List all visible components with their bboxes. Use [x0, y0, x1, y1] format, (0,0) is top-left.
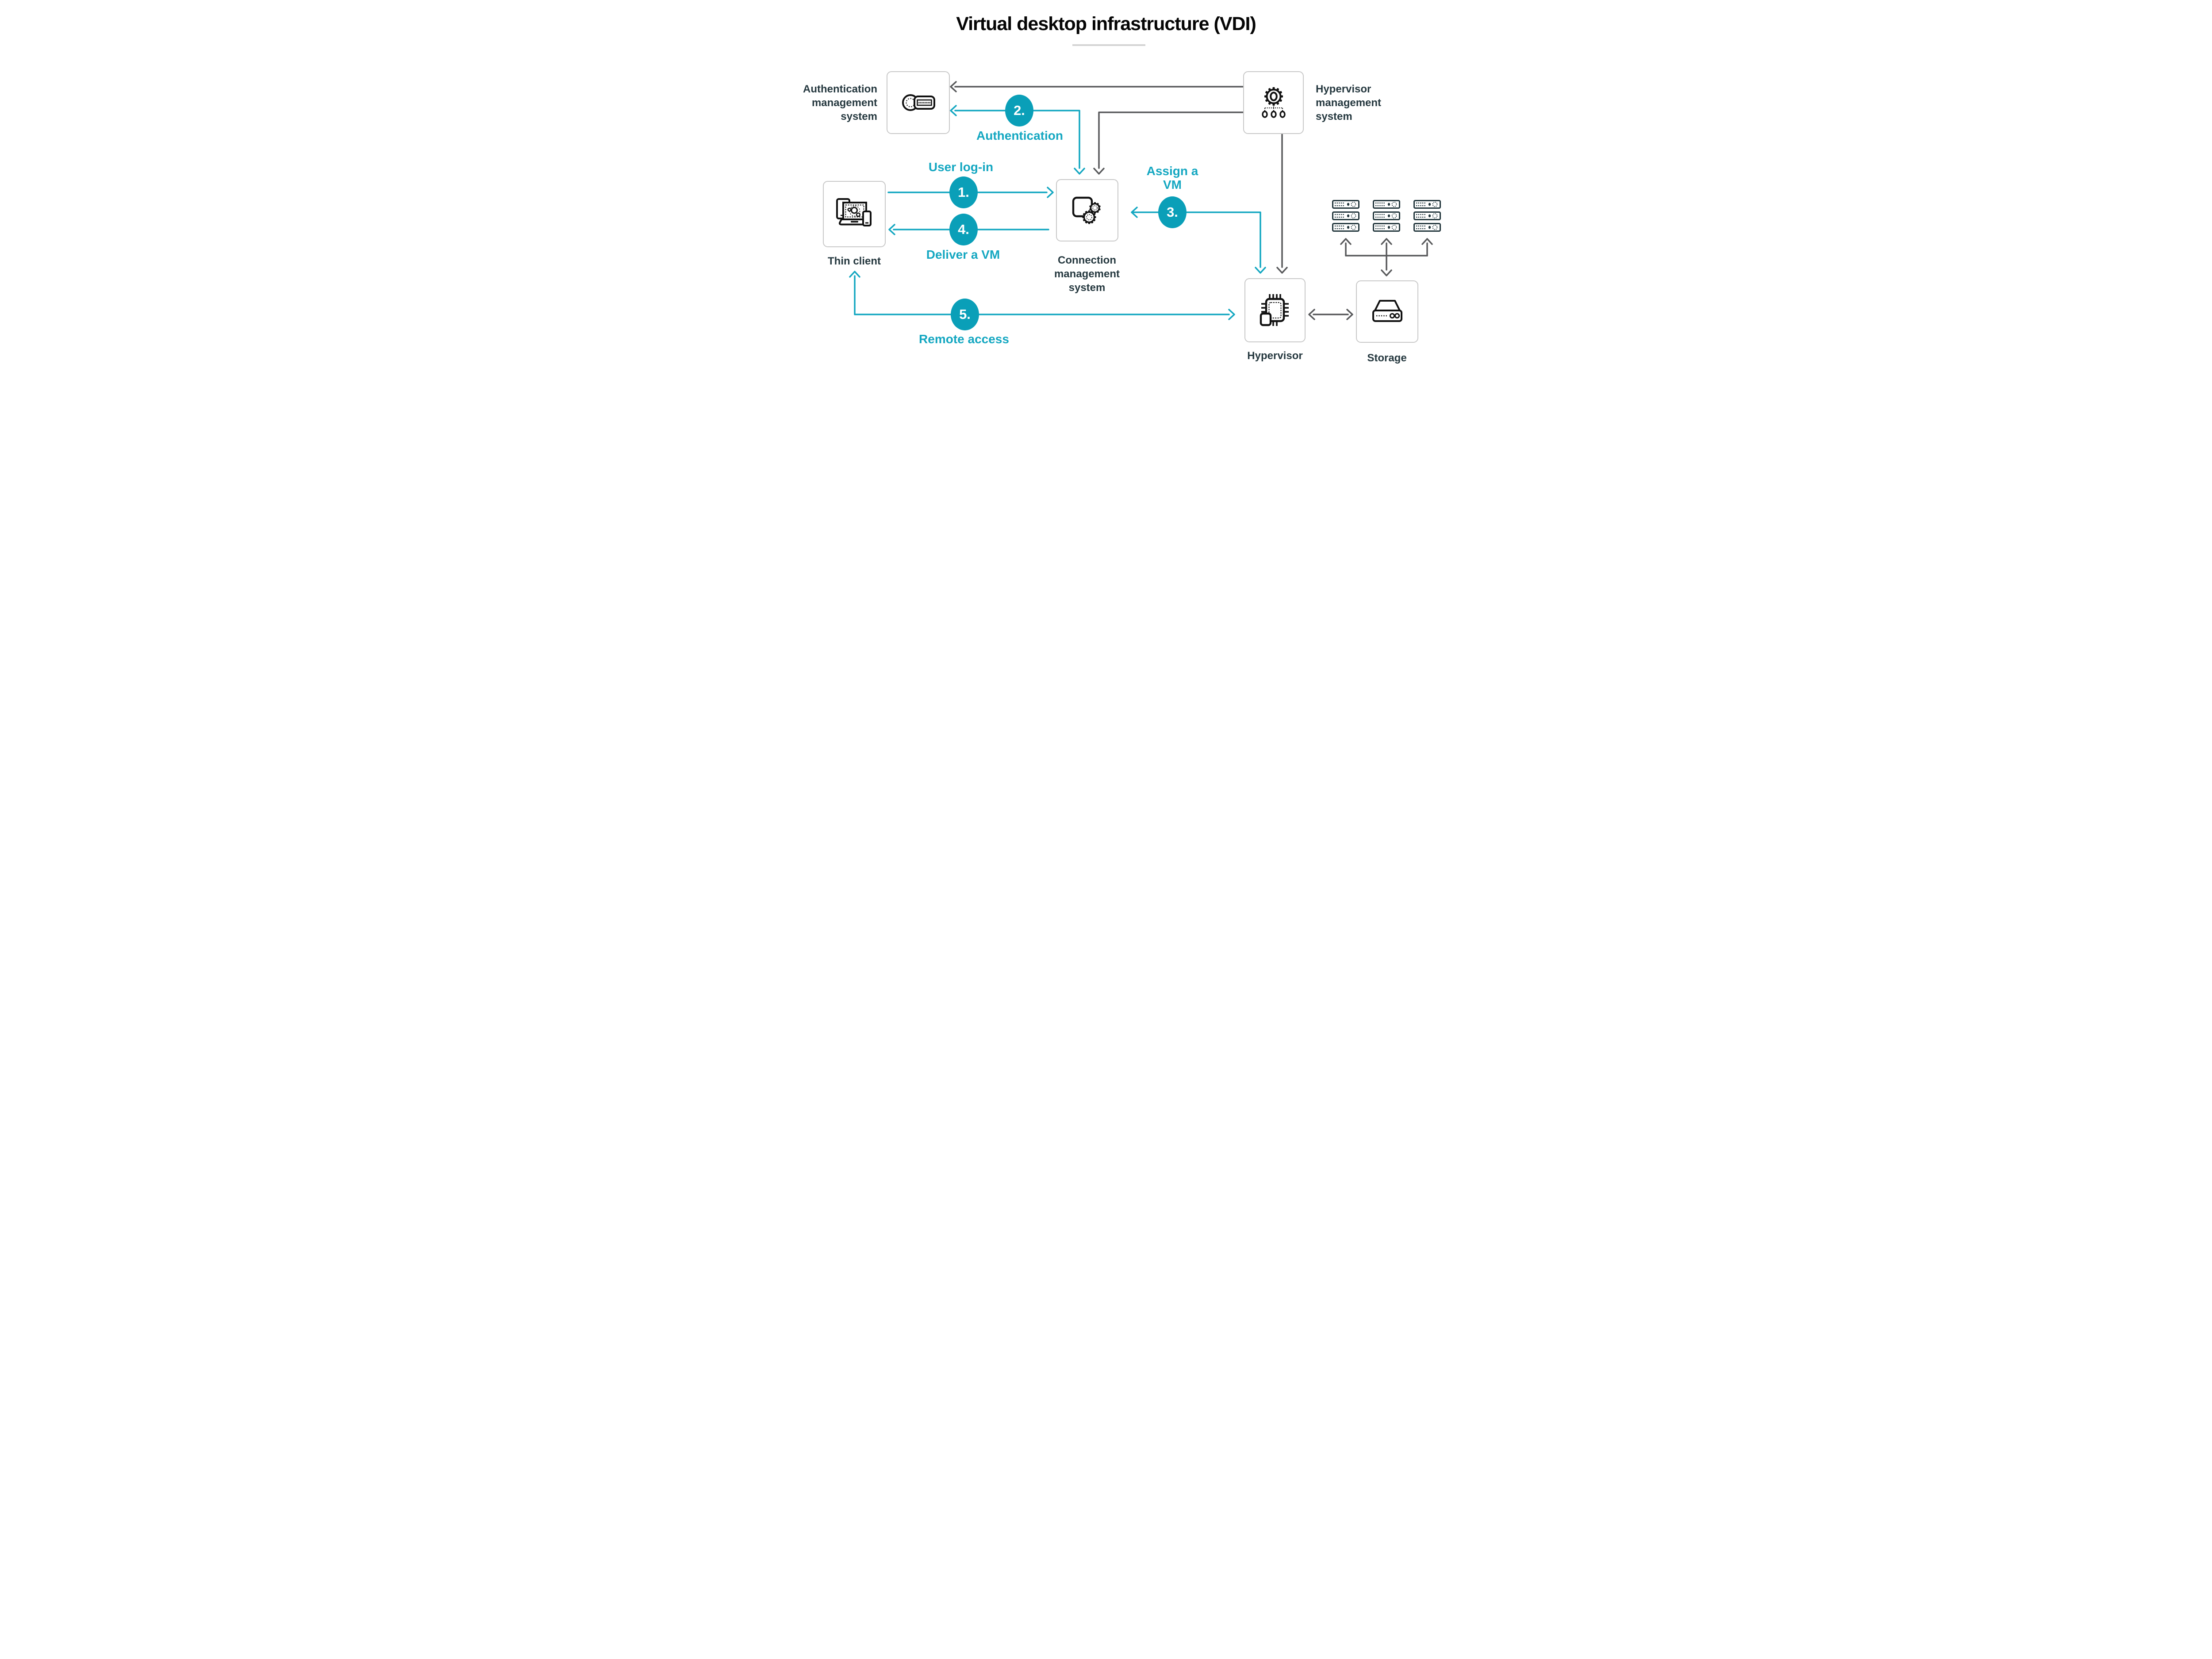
hypervisor-management-label: Hypervisor management system: [1316, 83, 1382, 123]
step-label-authentication: Authentication: [976, 129, 1063, 142]
arrow-hvm-to-connection: [1093, 111, 1244, 175]
server-unit: [1413, 223, 1441, 232]
server-unit: [1332, 200, 1359, 209]
password-mask-text: ********: [918, 101, 931, 106]
authentication-management-box: ********: [887, 71, 950, 134]
page-title: Virtual desktop infrastructure (VDI): [956, 13, 1256, 34]
server-unit: [1373, 200, 1400, 209]
thin-client-box: [823, 181, 886, 247]
arrow-hypervisor-storage: [1308, 309, 1353, 320]
processor-chip-icon: [1260, 294, 1289, 326]
password-key-icon: ********: [902, 94, 935, 111]
arrow-hvm-to-auth: [950, 81, 1244, 92]
server-unit: [1413, 211, 1441, 220]
step-circle-1: 1.: [949, 176, 978, 208]
hypervisor-label: Hypervisor: [1247, 350, 1303, 362]
step-circle-4: 4.: [949, 214, 978, 245]
connection-management-label: Connection management system: [1054, 254, 1120, 294]
server-unit: [1332, 211, 1359, 220]
step-circle-2: 2.: [1005, 95, 1033, 126]
thin-client-label: Thin client: [828, 255, 881, 267]
step-number: 5.: [959, 307, 971, 322]
server-unit: [1413, 200, 1441, 209]
arrow-hvm-to-hypervisor: [1276, 133, 1288, 274]
step-label-user-login: User log-in: [928, 160, 994, 174]
title-underline: [1072, 44, 1145, 46]
step-label-remote-access: Remote access: [919, 332, 1009, 346]
server-unit: [1373, 211, 1400, 220]
step-label-deliver-vm: Deliver a VM: [926, 248, 1000, 261]
vdi-diagram: Virtual desktop infrastructure (VDI) ***…: [759, 0, 1453, 390]
storage-box: [1356, 280, 1418, 343]
arrow-servers-storage-branch: [1340, 238, 1433, 276]
step-label-assign-vm: Assign a VM: [1146, 164, 1198, 192]
connection-management-box: [1056, 179, 1118, 241]
step-number: 2.: [1014, 103, 1025, 118]
connector-arrows-layer: [849, 81, 1433, 320]
window-gears-icon: [1072, 196, 1101, 224]
storage-appliance-icon: [1372, 299, 1402, 322]
storage-label: Storage: [1367, 352, 1407, 364]
step-circle-5: 5.: [951, 299, 979, 330]
arrow-assign-vm: [1131, 207, 1266, 274]
arrow-remote-access: [849, 271, 1235, 320]
authentication-management-label: Authentication management system: [803, 83, 877, 123]
server-unit: [1332, 223, 1359, 232]
hypervisor-box: [1244, 278, 1306, 342]
step-number: 4.: [958, 222, 969, 237]
arrow-authentication: [950, 105, 1085, 175]
step-number: 1.: [958, 184, 969, 200]
server-unit: [1373, 223, 1400, 232]
step-number: 3.: [1167, 204, 1178, 220]
hypervisor-management-box: [1243, 71, 1304, 134]
client-devices-icon: [836, 198, 872, 226]
gear-hierarchy-icon: [1261, 87, 1286, 118]
step-circle-3: 3.: [1158, 196, 1187, 228]
